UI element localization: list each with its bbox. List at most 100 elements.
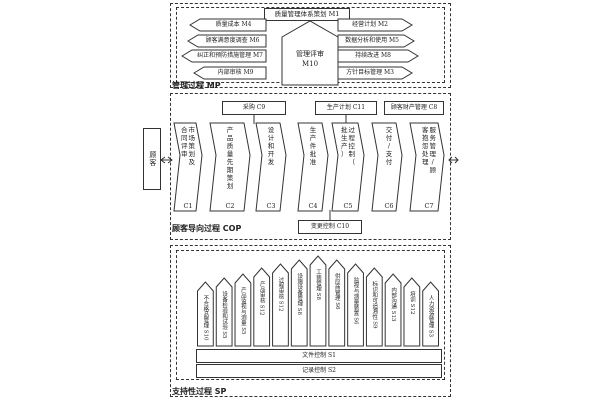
chevron-c7-char: 服 bbox=[429, 126, 437, 134]
chevron-c4-char: 产 bbox=[309, 134, 317, 142]
chevron-c6-char: 支 bbox=[385, 150, 393, 158]
chevron-c1-shape bbox=[173, 122, 203, 212]
chevron-c7-char: 顾 bbox=[429, 166, 437, 174]
chevron-c6-char: 付 bbox=[385, 134, 393, 142]
chevron-c5-char: （ bbox=[348, 158, 356, 166]
chevron-c3-char: 和 bbox=[267, 142, 275, 150]
chevron-c4-char: 批 bbox=[309, 150, 317, 158]
chevron-c2-char: 期 bbox=[226, 166, 234, 174]
customer-process-label: 顾客导向过程 COP bbox=[172, 224, 242, 233]
pentagon-shape bbox=[272, 263, 289, 347]
box-m6: 顾客满意度调查 M6 bbox=[205, 36, 260, 44]
management-process-label: 管理过程 MP bbox=[172, 81, 221, 90]
box-s1: 文件控制 S1 bbox=[196, 349, 442, 363]
box-m9: 内部审核 M9 bbox=[217, 68, 254, 76]
customer-process-section bbox=[170, 93, 451, 240]
chevron-c2-char: 品 bbox=[226, 134, 234, 142]
management-process-section bbox=[170, 3, 451, 88]
chevron-c3-shape bbox=[255, 122, 287, 212]
chevron-c6-code: C6 bbox=[384, 202, 394, 210]
chevron-c1-char: 划 bbox=[188, 150, 196, 158]
chevron-c5-char: 过 bbox=[348, 126, 356, 134]
chevron-c1-char: 评 bbox=[181, 142, 188, 150]
chevron-c6-char: / bbox=[387, 142, 391, 150]
chevron-c4-shape bbox=[297, 122, 329, 212]
chevron-c1-char: 同 bbox=[181, 134, 188, 142]
chevron-c5-shape bbox=[331, 122, 365, 212]
support-pentagon-label: 监视与测量装置 S6 bbox=[352, 277, 359, 325]
box-c10: 变更控制 C10 bbox=[298, 220, 362, 234]
pentagon-shape bbox=[347, 263, 364, 347]
chevron-c5-char: 控 bbox=[348, 142, 356, 150]
chevron-c2-char: 划 bbox=[226, 182, 234, 190]
chevron-c5-char: 制 bbox=[348, 150, 356, 158]
arrow-m9-shape bbox=[193, 66, 267, 80]
chevron-c7-char: 管 bbox=[429, 142, 437, 150]
box-m5: 数据分析和使用 M5 bbox=[345, 36, 399, 44]
chevron-c1-char: 市 bbox=[188, 126, 196, 134]
management-review-label: 管理评审 M10 bbox=[282, 50, 338, 70]
support-pentagon-label: 内部沟通 S13 bbox=[390, 287, 397, 322]
chevron-c4-char: 准 bbox=[309, 158, 317, 166]
management-review-title: 管理评审 bbox=[296, 50, 324, 58]
pentagon-shape bbox=[309, 255, 327, 347]
support-process-label: 支持性过程 SP bbox=[172, 387, 227, 396]
chevron-c7-char: 处 bbox=[422, 150, 429, 158]
chevron-c2-char: 量 bbox=[226, 150, 234, 158]
chevron-c1-char: 及 bbox=[188, 158, 196, 166]
pentagon-shape bbox=[365, 267, 383, 347]
pentagon-shape bbox=[422, 281, 439, 347]
support-pentagon-row bbox=[197, 255, 439, 347]
support-pentagon-label: 过程审核 S12 bbox=[277, 277, 284, 312]
box-m3: 方针目标管理 M3 bbox=[346, 68, 394, 76]
box-m7: 纠正和预防措施管理 M7 bbox=[197, 51, 263, 59]
chevron-c2-char: 质 bbox=[226, 142, 234, 150]
pentagon-shape bbox=[328, 259, 346, 347]
pentagon-shape bbox=[384, 273, 402, 347]
chevron-c3-char: 设 bbox=[267, 126, 275, 134]
chevron-c2-char: 产 bbox=[226, 126, 234, 134]
pentagon-shape bbox=[403, 277, 421, 347]
chevron-c5: 过程控制（批生产）C5 bbox=[336, 126, 360, 210]
arrow-m4-shape bbox=[189, 18, 267, 32]
management-review-shape bbox=[281, 20, 339, 86]
chevron-c7-code: C7 bbox=[424, 202, 434, 210]
chevron-c1-code: C1 bbox=[183, 202, 193, 210]
chevron-c5-char: ） bbox=[341, 150, 348, 158]
chevron-c5-char: 程 bbox=[348, 134, 356, 142]
chevron-c7-char: 理 bbox=[422, 158, 429, 166]
chevron-c6-char: 交 bbox=[385, 126, 393, 134]
pentagon-shape bbox=[197, 281, 214, 347]
support-pentagon-label: 培训 S12 bbox=[408, 291, 415, 315]
chevron-c1-char: 策 bbox=[188, 142, 196, 150]
chevron-c4-code: C4 bbox=[308, 202, 318, 210]
chevron-c7-char: 怨 bbox=[422, 142, 429, 150]
support-pentagon-label: 不合格品管理 S10 bbox=[202, 295, 209, 341]
chevron-c4-char: 生 bbox=[309, 126, 317, 134]
support-process-section bbox=[170, 245, 451, 397]
chevron-c7-shape bbox=[409, 122, 445, 212]
pentagon-shape bbox=[253, 267, 271, 347]
support-inner-frame bbox=[176, 250, 445, 380]
chevron-c4-char: 件 bbox=[309, 142, 317, 150]
support-pentagon-label: 产品监视与测量 S5 bbox=[239, 287, 246, 335]
customer-box: 顾客 bbox=[143, 128, 161, 190]
support-pentagon-label: 人力资源管理 S3 bbox=[427, 295, 434, 338]
support-pentagon-label: 供应商管理 S6 bbox=[333, 273, 340, 310]
chevron-c2-char: 策 bbox=[226, 174, 234, 182]
chevron-c2-shape bbox=[209, 122, 251, 212]
support-pentagon-label: 标识和可追溯性 S9 bbox=[371, 281, 378, 329]
customer-label: 顾客 bbox=[148, 151, 157, 167]
box-m1: 质量管理体系策划 M1 bbox=[264, 8, 350, 21]
pentagon-shape bbox=[215, 277, 233, 347]
box-c9: 采购 C9 bbox=[222, 101, 286, 115]
box-c11: 生产计划 C11 bbox=[315, 101, 377, 115]
chevron-c1-char: 合 bbox=[181, 126, 188, 134]
arrow-m2-shape bbox=[337, 18, 413, 32]
chevron-c3-char: 计 bbox=[267, 134, 275, 142]
pentagon-shape bbox=[290, 259, 308, 347]
box-c8: 顾客财产管理 C8 bbox=[384, 101, 444, 115]
chevron-c5-char: 批 bbox=[341, 126, 348, 134]
